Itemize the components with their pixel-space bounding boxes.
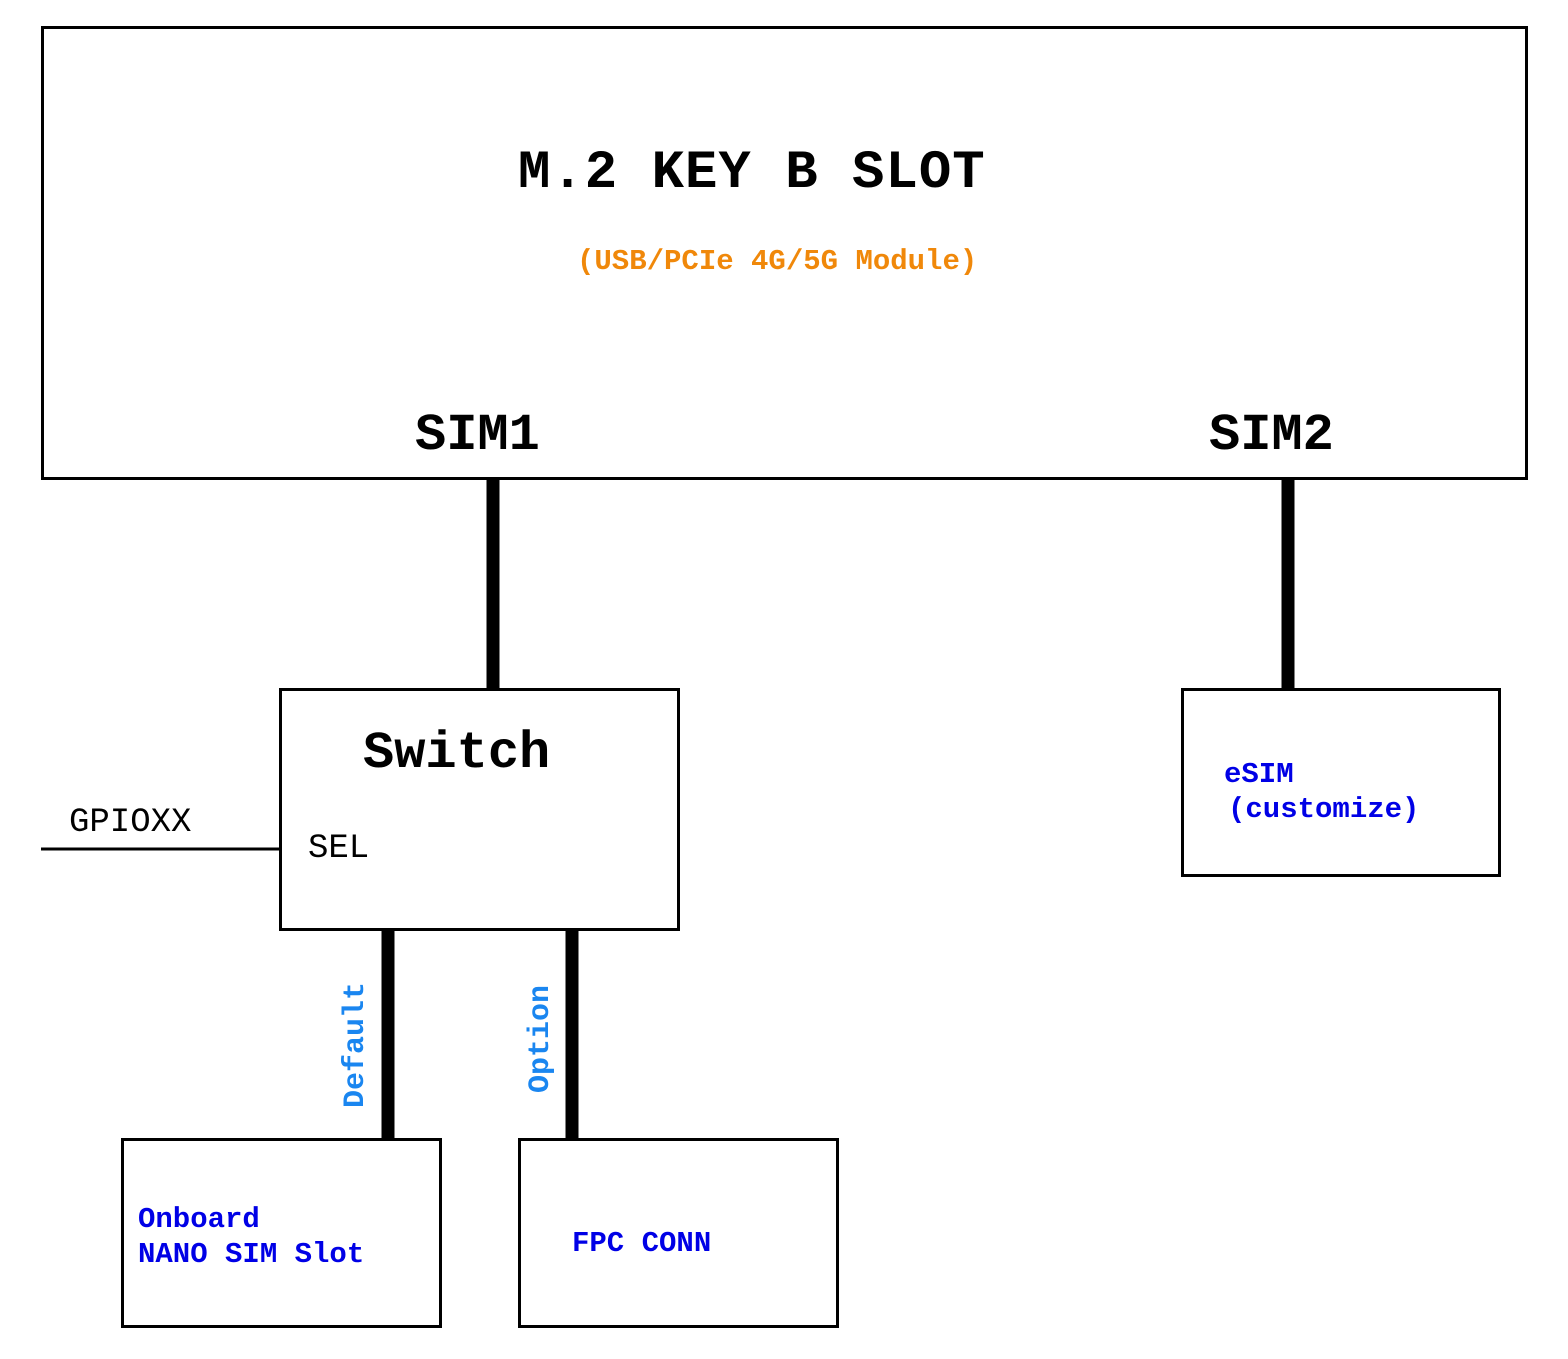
esim-label-line1: eSIM [1224, 758, 1294, 791]
onboard-sim-label-line2: NANO SIM Slot [138, 1238, 365, 1271]
switch-box [279, 688, 680, 931]
switch-title: Switch [363, 724, 551, 783]
m2-slot-subtitle: (USB/PCIe 4G/5G Module) [577, 245, 978, 278]
esim-label-line2: (customize) [1228, 793, 1420, 826]
m2-slot-box [41, 26, 1528, 480]
gpio-label: GPIOXX [69, 804, 192, 842]
fpc-conn-box [518, 1138, 839, 1328]
default-path-label: Default [339, 981, 373, 1108]
sim1-label: SIM1 [415, 406, 540, 465]
m2-slot-title: M.2 KEY B SLOT [518, 143, 986, 204]
onboard-sim-box [121, 1138, 442, 1328]
esim-box [1181, 688, 1501, 877]
option-path-label: Option [524, 984, 558, 1093]
onboard-sim-label-line1: Onboard [138, 1203, 260, 1236]
sim2-label: SIM2 [1209, 406, 1334, 465]
sel-label: SEL [308, 830, 370, 868]
fpc-conn-label: FPC CONN [572, 1227, 712, 1260]
